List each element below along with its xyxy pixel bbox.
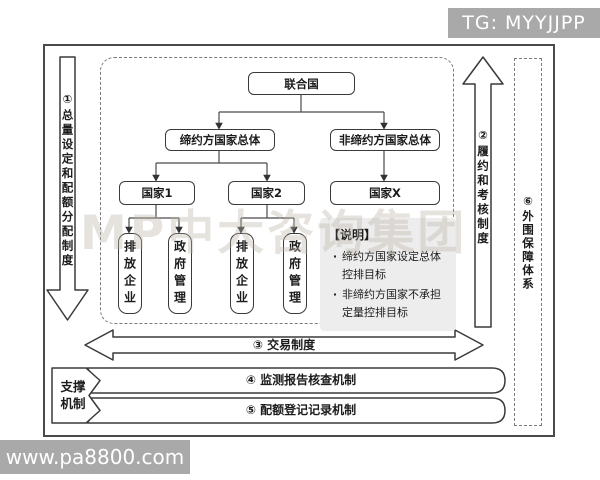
non-party-box: 非缔约方国家总体 xyxy=(330,129,440,151)
government-box-1: 政府管理 xyxy=(168,233,192,314)
up-arrow-icon xyxy=(462,56,504,328)
arrowhead-icon xyxy=(125,122,388,234)
note-box: 【说明】 · 缔约方国家设定总体控排目标 · 非缔约方国家不承担定量控排目标 xyxy=(320,218,456,331)
un-box: 联合国 xyxy=(248,72,355,95)
mrv-bar-label: ④ 监测报告核查机制 xyxy=(245,373,357,387)
tree-connectors xyxy=(128,93,385,228)
bullet-icon: · xyxy=(332,250,338,264)
down-arrow-icon xyxy=(46,56,89,321)
note-item-text: 缔约方国家设定总体控排目标 xyxy=(342,250,441,281)
guarantee-panel: ⑥外围保障体系 xyxy=(514,58,542,426)
double-arrow-icon xyxy=(84,329,484,361)
emitter-box-2: 排放企业 xyxy=(230,233,254,314)
note-item-text: 非缔约方国家不承担定量控排目标 xyxy=(342,288,441,319)
support-label: 支撑机制 xyxy=(60,378,86,411)
emitter-box-1: 排放企业 xyxy=(118,233,142,314)
note-item: · 非缔约方国家不承担定量控排目标 xyxy=(328,286,448,321)
mrv-bar-shape xyxy=(86,367,506,394)
compliance-arrow-label: ②履约和考核制度 xyxy=(476,128,490,247)
support-shape xyxy=(51,367,101,424)
country2-box: 国家2 xyxy=(228,181,305,205)
registry-bar-shape xyxy=(86,397,506,424)
trading-arrow-label: ③ 交易制度 xyxy=(252,338,316,352)
government-box-2: 政府管理 xyxy=(283,233,307,314)
quota-arrow-label: ①总量设定和配额分配制度 xyxy=(60,92,75,269)
party-box: 缔约方国家总体 xyxy=(165,129,275,151)
countryx-box: 国家X xyxy=(330,181,440,205)
registry-bar-label: ⑤ 配额登记记录机制 xyxy=(245,403,357,417)
inner-dashed-container xyxy=(100,57,454,324)
note-title: 【说明】 xyxy=(328,228,377,242)
note-item: · 缔约方国家设定总体控排目标 xyxy=(328,248,448,283)
guarantee-label: ⑥外围保障体系 xyxy=(521,193,535,291)
country1-box: 国家1 xyxy=(119,181,195,205)
site-watermark: www.pa8800.com xyxy=(0,440,190,474)
bullet-icon: · xyxy=(332,288,338,302)
tg-badge: TG: MYYJJPP xyxy=(448,8,600,38)
outer-frame xyxy=(43,44,555,437)
